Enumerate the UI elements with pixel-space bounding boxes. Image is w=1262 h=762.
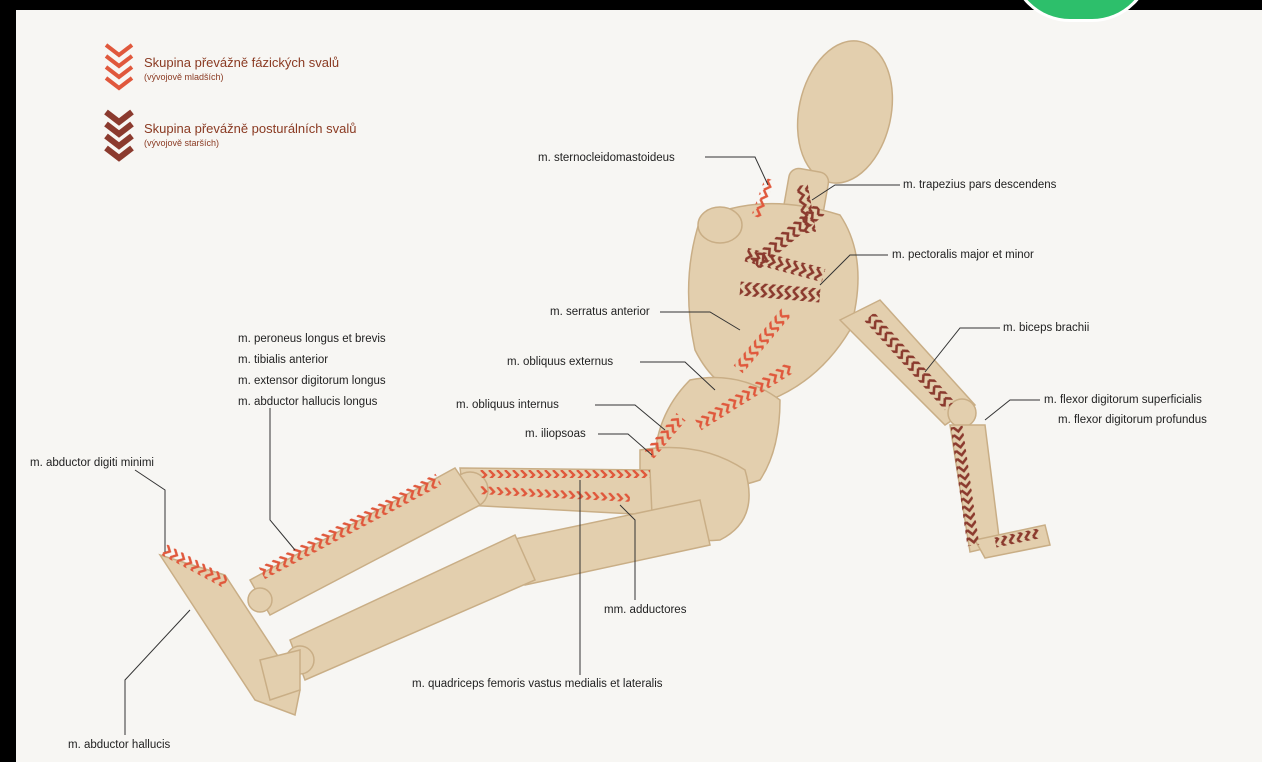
label-obliquus-externus: m. obliquus externus — [507, 354, 613, 370]
legend-phasic: Skupina převážně fázických svalů (vývojo… — [144, 54, 339, 82]
leader-flexor — [985, 400, 1040, 420]
stripe-quadriceps — [480, 470, 650, 478]
label-abductor-hallucis-longus: m. abductor hallucis longus — [238, 394, 377, 410]
label-flexor-superficialis: m. flexor digitorum superficialis — [1044, 392, 1202, 408]
label-abductor-hallucis: m. abductor hallucis — [68, 737, 170, 753]
label-adductores: mm. adductores — [604, 602, 686, 618]
legend-postural-icon — [106, 112, 132, 158]
leader-sternocleidomastoideus — [705, 157, 768, 185]
mannequin-shoulder — [698, 207, 742, 243]
mannequin-ankle-back — [248, 588, 272, 612]
label-trapezius: m. trapezius pars descendens — [903, 177, 1056, 193]
label-obliquus-internus: m. obliquus internus — [456, 397, 559, 413]
label-abductor-digiti-minimi: m. abductor digiti minimi — [30, 455, 154, 471]
leader-abductor-digiti — [135, 470, 165, 552]
mannequin-head — [785, 32, 905, 192]
legend-phasic-title: Skupina převážně fázických svalů — [144, 55, 339, 70]
label-extensor: m. extensor digitorum longus — [238, 373, 386, 389]
label-biceps: m. biceps brachii — [1003, 320, 1089, 336]
leader-abductor-hallucis — [125, 610, 190, 735]
label-serratus: m. serratus anterior — [550, 304, 650, 320]
label-flexor-profundus: m. flexor digitorum profundus — [1058, 412, 1207, 428]
leader-obliquus-internus — [595, 405, 665, 430]
label-peroneus: m. peroneus longus et brevis — [238, 331, 386, 347]
label-pectoralis: m. pectoralis major et minor — [892, 247, 1034, 263]
legend-postural: Skupina převážně posturálních svalů (výv… — [144, 120, 356, 148]
label-quadriceps: m. quadriceps femoris vastus medialis et… — [412, 676, 663, 692]
leader-peroneus — [270, 408, 295, 550]
legend-postural-title: Skupina převážně posturálních svalů — [144, 121, 356, 136]
stripe-biceps — [865, 312, 955, 410]
label-tibialis: m. tibialis anterior — [238, 352, 328, 368]
legend-phasic-icon — [106, 45, 132, 88]
legend-phasic-subtitle: (vývojově mladších) — [144, 72, 339, 82]
label-iliopsoas: m. iliopsoas — [525, 426, 586, 442]
legend-postural-subtitle: (vývojově starších) — [144, 138, 356, 148]
left-border — [0, 0, 16, 762]
label-sternocleidomastoideus: m. sternocleidomastoideus — [538, 150, 675, 166]
